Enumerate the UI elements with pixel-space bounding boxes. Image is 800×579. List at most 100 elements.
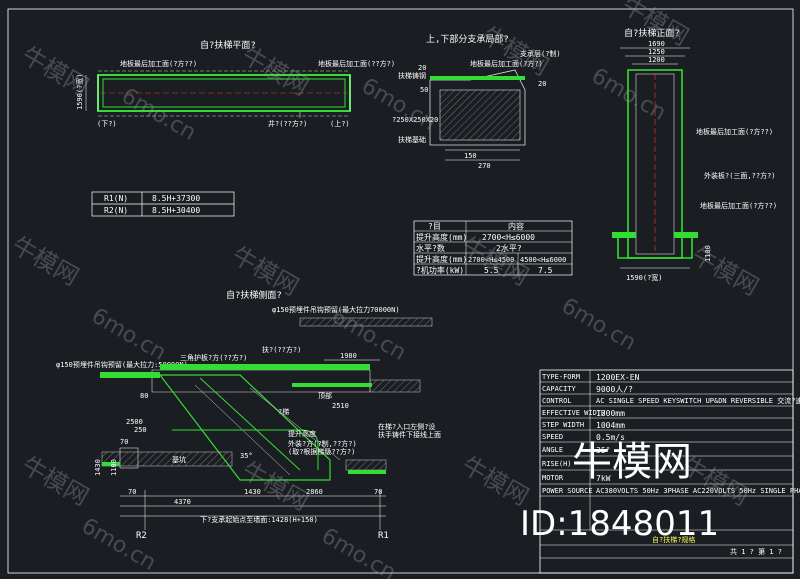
watermark-site-6: 6mo.cn [557,294,640,356]
tb-val-5: 0.5m/s [596,433,625,442]
front-label-3: 地板最后加工面(?方??) [700,201,777,210]
plan-label-down: (下?) [97,120,117,128]
side-dim-10: 1430 [94,459,102,476]
watermark-site-7: 6mo.cn [77,514,160,576]
side-dim-1: 2510 [332,402,349,410]
support-label-left-bot: 扶梯基础 [398,135,426,144]
front-view-title: 自?扶梯正面? [624,27,680,39]
spec-row-2-key: 提升高度(mm) [416,254,467,264]
side-view-title: 自?扶梯侧面? [226,289,282,301]
tb-key-0: TYPE-FORM [542,373,580,381]
tb-sheet-info: 共 1 ? 第 1 ? [730,547,782,556]
watermark-brand-9: 牛模网 [17,451,93,511]
spec-row-0-key: 提升高度(mm) [416,232,467,242]
side-dim-8: 1100 [110,459,118,476]
spec-row-0-v1: 2700<H≤6000 [482,233,535,242]
front-dim-3: 1590(?宽) [626,273,663,282]
r-table: R1(N) 8.5H+37300 R2(N) 8.5H+30400 [91,191,235,217]
side-label-note3: 在梯?入口左侧?设 [378,422,435,431]
tb-val-2: AC SINGLE SPEED KEYSWITCH UP&DN REVERSIB… [596,396,800,405]
watermark-brand-1: 牛模网 [17,41,93,101]
front-label-1: 地板最后加工面(?方??) [696,127,773,136]
plan-label-center: 井?(??方?) [268,119,307,128]
side-dim-11: 70 [120,438,128,446]
watermark-site-2: 6mo.cn [357,74,440,136]
tb-key-8: MOTOR [542,474,564,482]
side-label-note1: 外装?方(?制,??方?) [288,439,357,448]
support-dim-1: 50 [420,86,428,94]
watermark-brand-large: 牛模网 [572,439,692,485]
r-table-key-1: R2(N) [104,206,128,215]
tb-bottom-label: 自?扶梯?规格 [652,535,695,544]
side-label-top: φ150预埋件吊钩预留(最大拉力70000N) [272,305,400,314]
tb-val-6: 35° [596,446,610,455]
plan-view-title: 自?扶梯平面? [200,39,256,51]
spec-table: ?目 内容 提升高度(mm) 2700<H≤6000 水平?数 2水平? 提升高… [413,220,573,276]
spec-row-3-v2: 7.5 [538,266,553,275]
spec-row-1-v1: 2水平? [496,243,522,253]
side-r1: R1 [378,531,389,541]
front-view: 自?扶梯正面? 1690 1250 1200 1590(?宽) 1100 地板最… [612,27,777,282]
spec-row-1-key: 水平?数 [416,243,445,253]
side-dim-5: 70 [374,488,382,496]
tb-key-6: ANGLE [542,446,563,454]
side-dim-6: 2500 [126,418,143,426]
side-dim-7: 1430 [244,488,261,496]
side-dim-4: 250 [134,426,147,434]
support-detail-title: 上,下部分支承局部? [426,33,509,45]
side-label-note4: 扶手铸件下接线上面 [378,430,441,439]
tb-key-1: CAPACITY [542,385,577,393]
side-label-step: ?梯 [278,407,289,416]
side-label-note2: (取?根据梯级??方?) [288,447,355,456]
tb-key-2: CONTROL [542,397,572,405]
tb-key-4: STEP WIDTH [542,421,584,429]
r-table-val-0: 8.5H+37300 [152,194,200,203]
front-dim-0: 1690 [648,40,665,48]
watermark-brand-10: 牛模网 [237,456,313,516]
support-dim-2: 20 [538,80,546,88]
r-table-val-1: 8.5H+30400 [152,206,200,215]
side-label-mid2: 扶?(??方?) [262,345,301,354]
tb-key-9: POWER SOURCE [542,487,593,495]
spec-row-3-key: ?机功率(kW) [416,265,464,275]
support-dim-4: 270 [478,162,491,170]
tb-key-5: SPEED [542,433,563,441]
spec-row-2-v2: 4500<H≤6000 [520,256,566,264]
watermark-brand-2: 牛模网 [237,41,313,101]
side-dim-9: 4370 [174,498,191,506]
tb-val-1: 9000人/? [596,385,633,394]
support-label-box: 地板最后加工面(?方?) [470,59,543,68]
drawing-border [7,8,794,574]
title-block: TYPE-FORM 1200EX-EN CAPACITY 9000人/? CON… [539,369,800,574]
front-dim-4: 1100 [704,245,712,262]
plan-dim-height: 1590(?宽) [75,73,84,110]
side-label-mid1: 三角护板?方(??方?) [180,353,247,362]
watermark-id: ID:1848011 [520,504,719,544]
spec-row-3-v1: 5.5 [484,266,499,275]
tb-val-8: 7kW [596,474,611,483]
spec-header-0: ?目 [428,222,441,231]
tb-val-0: 1200EX-EN [596,373,640,382]
tb-key-7: RISE(H) [542,460,572,468]
r-table-key-0: R1(N) [104,194,128,203]
tb-val-4: 1004mm [596,421,625,430]
side-dim-3: 70 [128,488,136,496]
tb-val-9: AC380VOLTS 50Hz 3PHASE AC220VOLTS 50Hz S… [596,487,800,495]
watermark-site-4: 6mo.cn [87,304,170,366]
side-dim-12: 80 [140,392,148,400]
support-label-right: 支承层(?制) [520,49,561,58]
side-label-bottom: 下?支承起始点至墙面:1428(H+150) [200,515,318,524]
watermark-brand-5: 牛模网 [7,231,83,291]
plan-view: 自?扶梯平面? 1590(?宽) 地板最后加工面(?方??) 地板最后加工面(?… [75,39,395,128]
support-label-left-mid: ?250X250X20 [392,116,438,124]
spec-row-2-v1: 2700<H≤4500 [468,256,514,264]
side-label-top-land: 顶部 [318,391,332,400]
watermark-brand-3: 牛模网 [477,21,553,81]
watermark-brand-11: 牛模网 [457,451,533,511]
support-detail: 上,下部分支承局部? 扶梯铸钢 ?250X250X20 扶梯基础 地板最后加工面… [392,33,561,170]
side-dim-0: 1980 [340,352,357,360]
side-dim-2: 2860 [306,488,323,496]
side-r2: R2 [136,531,147,541]
side-view: 自?扶梯侧面? φ150预埋件吊钩预留(最大拉力70000N) φ150预埋件吊… [56,289,441,541]
